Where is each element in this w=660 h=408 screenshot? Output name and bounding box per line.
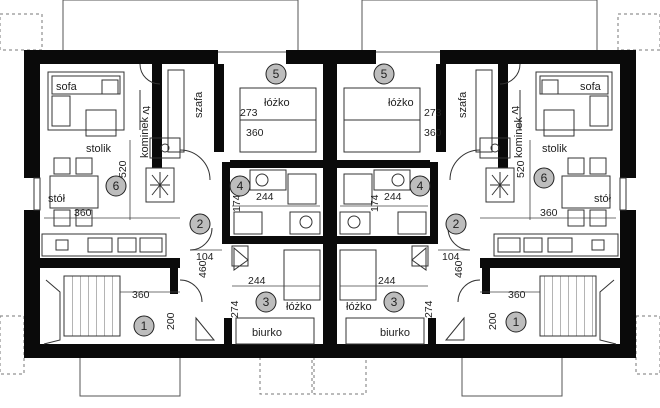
left-entry-width: 360 <box>132 289 150 301</box>
right-small-width: 244 <box>378 275 396 287</box>
left-sofa-label: sofa <box>56 81 78 93</box>
left-living-width: 360 <box>74 207 92 219</box>
left-kominek-label: kominek <box>139 117 151 158</box>
right-room-4-marker: 4 <box>409 175 431 197</box>
right-small-bed-label: łóżko <box>346 301 372 313</box>
right-room-2-marker: 2 <box>445 213 467 235</box>
svg-text:2: 2 <box>197 217 204 231</box>
left-room-5-marker: 5 <box>265 63 287 85</box>
left-entry-height: 200 <box>165 312 177 330</box>
left-bedroom-width: 360 <box>246 127 264 139</box>
left-hall-460: 460 <box>197 260 209 278</box>
right-labels: sofa stolik tv kominek 520 stół 360 szaf… <box>346 81 612 339</box>
left-room-3-marker: 3 <box>255 291 277 313</box>
left-small-width: 244 <box>248 275 266 287</box>
right-bath-height: 174 <box>369 194 381 212</box>
left-bed-label: łóżko <box>264 97 290 109</box>
left-hall-104: 104 <box>196 251 214 263</box>
left-stol-label: stół <box>48 193 66 205</box>
left-room-1-marker: 1 <box>133 315 155 337</box>
left-bath-width: 244 <box>256 191 274 203</box>
left-small-height: 274 <box>229 300 241 318</box>
svg-text:6: 6 <box>113 179 120 193</box>
svg-text:4: 4 <box>237 179 244 193</box>
left-desk-label: biurko <box>252 327 282 339</box>
svg-text:3: 3 <box>391 295 398 309</box>
right-bed-label: łóżko <box>388 97 414 109</box>
right-bedroom-width: 360 <box>424 127 442 139</box>
right-living-width: 360 <box>540 207 558 219</box>
right-hall-460: 460 <box>453 260 465 278</box>
left-room-2-marker: 2 <box>189 213 211 235</box>
side-windows <box>33 177 627 211</box>
left-bedroom-height: 273 <box>240 107 258 119</box>
right-entry-width: 360 <box>508 289 526 301</box>
left-small-bed-label: łóżko <box>286 301 312 313</box>
right-room-3-marker: 3 <box>383 291 405 313</box>
left-room-4-marker: 4 <box>229 175 251 197</box>
left-stolik-label: stolik <box>86 143 112 155</box>
right-desk-label: biurko <box>380 327 410 339</box>
left-furniture <box>41 63 321 345</box>
room-numbers: 6 5 4 2 3 1 6 5 4 2 3 1 <box>105 63 555 337</box>
right-bath-width: 244 <box>384 191 402 203</box>
right-szafa-label: szafa <box>457 91 469 118</box>
svg-text:6: 6 <box>541 171 548 185</box>
left-labels: sofa stolik tv kominek 520 stół 360 szaf… <box>48 81 312 339</box>
right-room-5-marker: 5 <box>373 63 395 85</box>
right-room-1-marker: 1 <box>505 311 527 333</box>
right-bedroom-height: 273 <box>424 107 442 119</box>
right-furniture <box>339 63 619 345</box>
svg-text:1: 1 <box>141 319 148 333</box>
right-kominek-label: kominek <box>513 117 525 158</box>
right-entry-height: 200 <box>487 312 499 330</box>
right-sofa-label: sofa <box>580 81 602 93</box>
left-bath-height: 174 <box>231 194 243 212</box>
right-stolik-label: stolik <box>542 143 568 155</box>
left-szafa-label: szafa <box>193 91 205 118</box>
right-small-height: 274 <box>423 300 435 318</box>
svg-text:1: 1 <box>513 315 520 329</box>
left-room-6-marker: 6 <box>105 175 127 197</box>
svg-text:3: 3 <box>263 295 270 309</box>
svg-text:5: 5 <box>273 67 280 81</box>
right-tv-label: tv <box>509 106 521 115</box>
svg-text:4: 4 <box>417 179 424 193</box>
left-living-height: 520 <box>117 160 129 178</box>
svg-text:2: 2 <box>453 217 460 231</box>
right-living-height: 520 <box>515 160 527 178</box>
dimension-lines <box>44 140 616 293</box>
left-tv-label: tv <box>140 106 152 115</box>
right-room-6-marker: 6 <box>533 167 555 189</box>
svg-text:5: 5 <box>381 67 388 81</box>
right-stol-label: stół <box>594 193 612 205</box>
right-hall-104: 104 <box>442 251 460 263</box>
walls <box>24 50 636 358</box>
